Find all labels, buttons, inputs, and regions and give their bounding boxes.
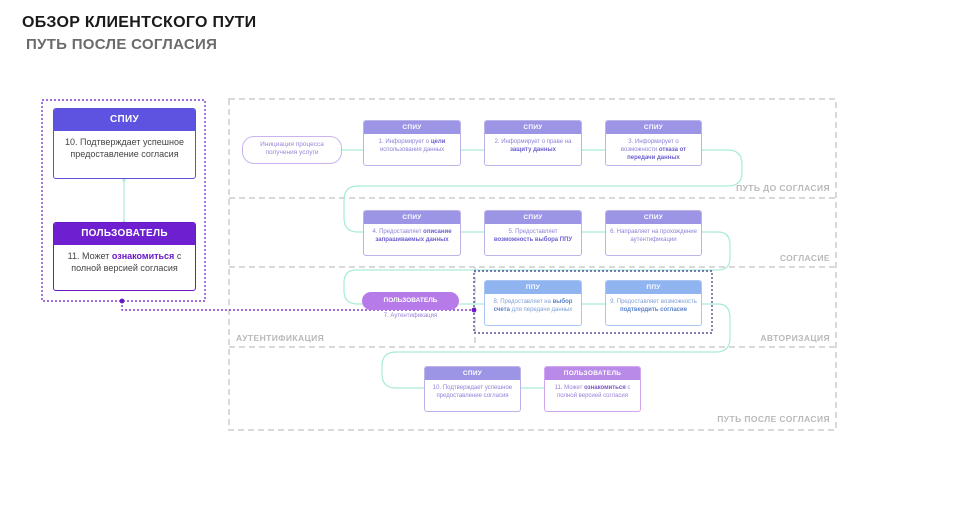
highlight-card-user: ПОЛЬЗОВАТЕЛЬ 11. Может ознакомиться с по… (53, 222, 196, 291)
step-4-text: 4. Предоставляет описание запрашиваемых … (372, 229, 452, 243)
zone-label-before-consent: ПУТЬ ДО СОГЛАСИЯ (736, 183, 830, 193)
step-2-text: 2. Информирует о праве на защиту данных (494, 139, 572, 153)
zone-label-consent: СОГЛАСИЕ (779, 253, 830, 263)
step-9-card: ППУ 9. Предоставляет возможность подтвер… (605, 280, 702, 326)
step-1-card: СПИУ 1. Информирует о цели использования… (363, 120, 461, 166)
journey-board-frame (228, 98, 837, 431)
step-1-header: СПИУ (364, 121, 460, 134)
step-7-user-pill: ПОЛЬЗОВАТЕЛЬ (362, 292, 459, 310)
initiation-pill: Инициация процесса получения услуги (242, 136, 342, 164)
zone-label-after-consent: ПУТЬ ПОСЛЕ СОГЛАСИЯ (717, 414, 830, 424)
highlight-link (121, 301, 474, 311)
step-3-text: 3. Информирует о возможности отказа от п… (620, 139, 687, 161)
step-11-text: 11. Может ознакомиться с полной версией … (554, 385, 631, 399)
highlight-card-user-text: 11. Может ознакомиться с полной версией … (67, 251, 182, 273)
step-5-card: СПИУ 5. Предоставляет возможность выбора… (484, 210, 582, 256)
flow-path (123, 149, 743, 389)
step-8-card: ППУ 8. Предоставляет на выбор счета для … (484, 280, 582, 326)
step-2-card: СПИУ 2. Информирует о праве на защиту да… (484, 120, 582, 166)
step-5-header: СПИУ (485, 211, 581, 224)
step-2-header: СПИУ (485, 121, 581, 134)
step-10-card: СПИУ 10. Подтверждает успешное предостав… (424, 366, 521, 412)
authorization-highlight-frame (473, 270, 713, 334)
highlight-card-spiu-header: СПИУ (54, 109, 195, 131)
step-5-text: 5. Предоставляет возможность выбора ППУ (493, 229, 573, 243)
step-3-card: СПИУ 3. Информирует о возможности отказа… (605, 120, 702, 166)
step-9-text: 9. Предоставляет возможность подтвердить… (610, 299, 697, 313)
initiation-line-1: Инициация процесса (260, 141, 324, 148)
highlight-card-user-header: ПОЛЬЗОВАТЕЛЬ (54, 223, 195, 245)
step-11-header: ПОЛЬЗОВАТЕЛЬ (545, 367, 640, 380)
step-7-text: 7. Аутентификация (383, 313, 438, 319)
highlight-card-spiu: СПИУ 10. Подтверждает успешное предостав… (53, 108, 196, 179)
zone-label-authorization: АВТОРИЗАЦИЯ (760, 333, 830, 343)
zone-label-authentication: АУТЕНТИФИКАЦИЯ (236, 333, 325, 343)
connector-dot (122, 178, 126, 182)
step-6-card: СПИУ 6. Направляет на прохождение аутент… (605, 210, 702, 256)
initiation-line-2: получения услуги (265, 149, 319, 156)
step-4-card: СПИУ 4. Предоставляет описание запрашива… (363, 210, 461, 256)
step-8-text: 8. Предоставляет на выбор счета для пере… (493, 299, 573, 313)
page-subtitle: ПУТЬ ПОСЛЕ СОГЛАСИЯ (26, 36, 218, 53)
highlight-dot (119, 298, 125, 304)
step-6-text: 6. Направляет на прохождение аутентифика… (610, 229, 697, 243)
step-3-header: СПИУ (606, 121, 701, 134)
page-title: ОБЗОР КЛИЕНТСКОГО ПУТИ (22, 14, 257, 31)
step-10-header: СПИУ (425, 367, 520, 380)
step-4-header: СПИУ (364, 211, 460, 224)
step-6-header: СПИУ (606, 211, 701, 224)
step-10-text: 10. Подтверждает успешное предоставление… (432, 385, 513, 399)
step-9-header: ППУ (606, 281, 701, 294)
highlight-card-spiu-text: 10. Подтверждает успешное предоставление… (65, 137, 184, 159)
step-8-header: ППУ (485, 281, 581, 294)
highlight-dot (471, 307, 477, 313)
step-1-text: 1. Информирует о цели использования данн… (378, 139, 446, 153)
step-11-card: ПОЛЬЗОВАТЕЛЬ 11. Может ознакомиться с по… (544, 366, 641, 412)
